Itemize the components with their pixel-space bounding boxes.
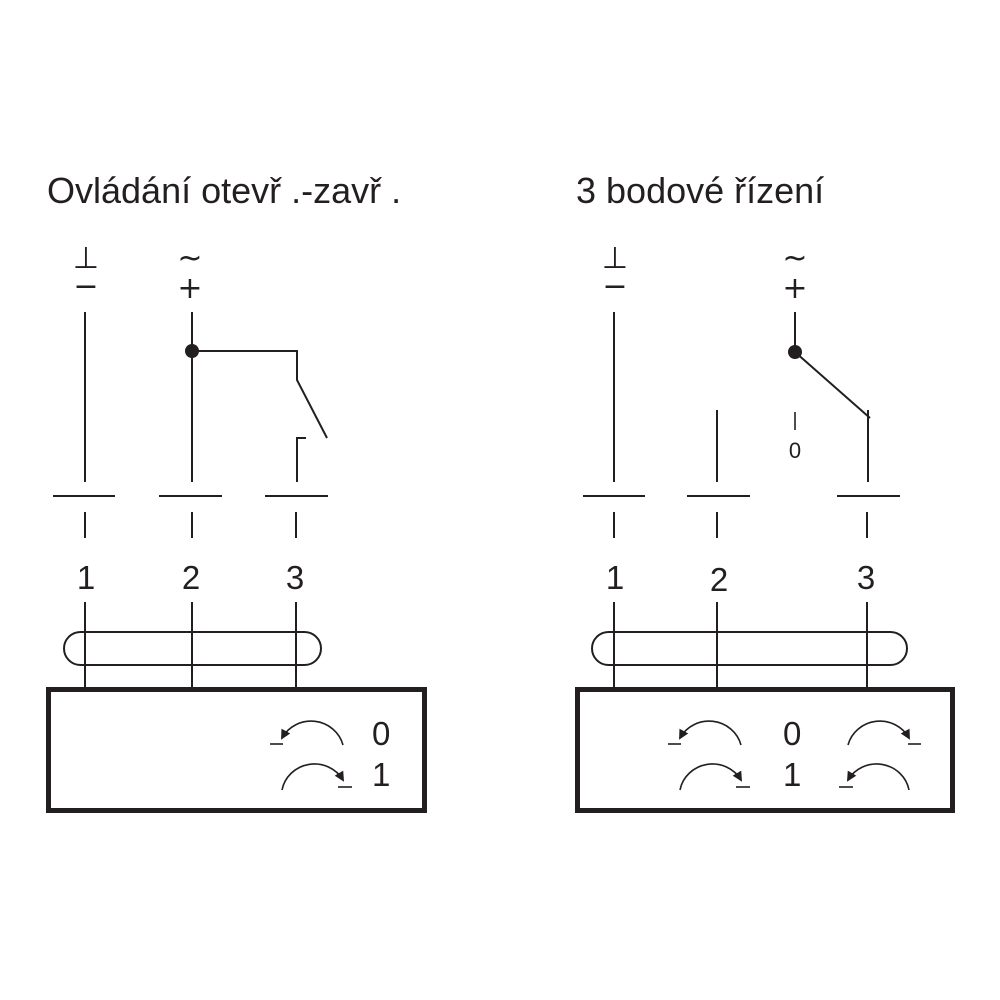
right-terminal-label-2: 2 bbox=[710, 561, 728, 598]
right-actuator-box bbox=[575, 687, 955, 813]
left-state-1: 1 bbox=[372, 756, 390, 793]
right-rotation-arrow-1-right bbox=[846, 763, 910, 791]
left-terminal-label-2: 2 bbox=[182, 559, 200, 596]
left-rotation-arrow-1 bbox=[281, 763, 345, 791]
left-ac-symbol: ~ bbox=[177, 241, 202, 276]
right-plus-symbol: + bbox=[782, 271, 807, 306]
right-switch-label: 0 bbox=[789, 438, 801, 463]
open-close-control-diagram: Ovládání otevř .-zavř . ⊥ − ~ + 1 2 3 bbox=[46, 170, 427, 813]
right-terminal-label-3: 3 bbox=[857, 559, 875, 596]
three-point-control-diagram: 3 bodové řízení ⊥ − ~ + 0 1 2 3 bbox=[575, 170, 955, 813]
left-plus-symbol: + bbox=[177, 271, 202, 306]
right-rotation-arrow-1-left bbox=[679, 763, 743, 791]
right-state-1: 1 bbox=[783, 756, 801, 793]
left-rotation-arrow-0 bbox=[281, 720, 344, 746]
right-ground-symbol: ⊥ bbox=[602, 241, 628, 276]
left-terminal-label-3: 3 bbox=[286, 559, 304, 596]
left-terminal-label-1: 1 bbox=[77, 559, 95, 596]
right-terminal-label-1: 1 bbox=[606, 559, 624, 596]
right-rotation-arrow-0-right bbox=[847, 720, 910, 746]
right-state-0: 0 bbox=[783, 715, 801, 752]
left-actuator-box bbox=[46, 687, 427, 813]
right-cable-sheath bbox=[591, 631, 908, 666]
right-switch-contact bbox=[794, 351, 871, 419]
left-title: Ovládání otevř .-zavř . bbox=[47, 170, 401, 211]
left-switch-contact bbox=[192, 350, 328, 439]
left-ground-symbol: ⊥ bbox=[73, 241, 99, 276]
left-state-0: 0 bbox=[372, 715, 390, 752]
left-wire-3-upper bbox=[296, 437, 306, 482]
right-title: 3 bodové řízení bbox=[576, 170, 824, 211]
right-rotation-arrow-0-left bbox=[679, 720, 742, 746]
right-minus-symbol: − bbox=[602, 269, 627, 304]
left-minus-symbol: − bbox=[73, 269, 98, 304]
right-ac-symbol: ~ bbox=[782, 241, 807, 276]
